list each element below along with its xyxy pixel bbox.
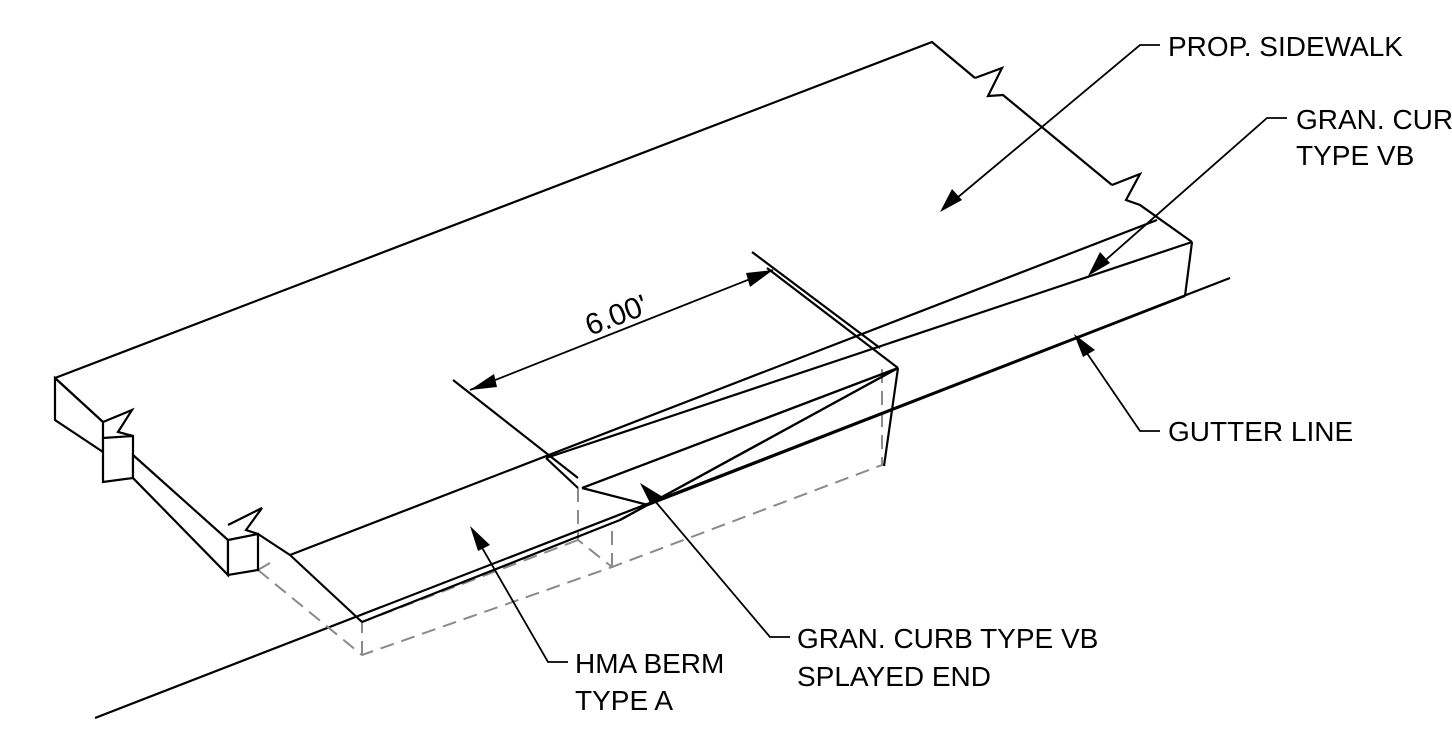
dimension-text: 6.00' bbox=[581, 289, 653, 343]
leader-gutter-line bbox=[1074, 334, 1160, 432]
break-symbol bbox=[102, 407, 135, 438]
dimension-6ft: 6.00' bbox=[452, 251, 881, 479]
leader-splayed-end bbox=[640, 483, 790, 638]
sidewalk-curb-joint bbox=[289, 218, 1158, 557]
label-hma-berm-line1: HMA BERM bbox=[575, 648, 724, 679]
hidden-lines bbox=[257, 368, 883, 657]
leader-hma-berm bbox=[470, 526, 568, 663]
label-gran-curb-line2: TYPE VB bbox=[1296, 140, 1414, 171]
label-prop-sidewalk: PROP. SIDEWALK bbox=[1168, 31, 1403, 62]
label-hma-berm-line2: TYPE A bbox=[575, 685, 673, 716]
sidewalk-outline bbox=[54, 40, 976, 380]
splayed-end bbox=[545, 267, 900, 521]
dimension-arrow-left bbox=[470, 374, 497, 390]
label-gutter-line: GUTTER LINE bbox=[1168, 416, 1353, 447]
leader-gran-curb bbox=[1088, 117, 1287, 276]
curb-right-end bbox=[1183, 241, 1194, 297]
dimension-arrow-right bbox=[746, 270, 773, 287]
label-splayed-end-line1: GRAN. CURB TYPE VB bbox=[797, 623, 1098, 654]
dimension-line bbox=[469, 269, 774, 391]
extension-line-right bbox=[751, 251, 881, 349]
sidewalk-back-break bbox=[974, 66, 1113, 186]
curb-top-edge bbox=[545, 240, 1193, 460]
berm-edge bbox=[289, 554, 363, 623]
berm-face bbox=[361, 518, 621, 624]
break-symbol bbox=[227, 507, 263, 536]
curb-face bbox=[647, 294, 1186, 507]
extension-line-left bbox=[452, 379, 579, 479]
label-gran-curb-line1: GRAN. CURB bbox=[1296, 104, 1452, 135]
sidewalk-back-break-2 bbox=[1111, 171, 1193, 243]
sidewalk-left-wall bbox=[53, 375, 291, 578]
label-splayed-end-line2: SPLAYED END bbox=[797, 661, 991, 692]
leader-prop-sidewalk bbox=[940, 44, 1160, 212]
